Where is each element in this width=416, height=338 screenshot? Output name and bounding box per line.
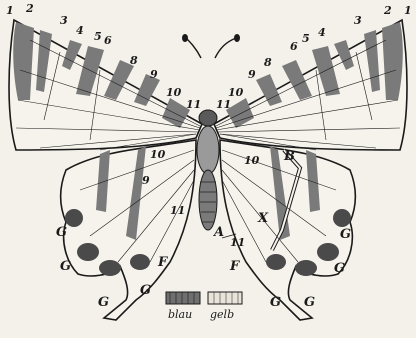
label-lf-9: 9 xyxy=(150,68,158,81)
label-lf-4: 4 xyxy=(76,24,84,37)
label-lf-10: 10 xyxy=(166,86,182,99)
label-rh-11: 11 xyxy=(230,236,245,249)
label-lf-3: 3 xyxy=(60,14,68,27)
label-rh-g1: G xyxy=(340,227,351,242)
label-rf-1: 1 xyxy=(404,4,412,17)
right-forewing xyxy=(214,20,407,150)
label-rh-g2: G xyxy=(334,261,345,276)
label-lf-2: 2 xyxy=(25,2,34,15)
right-antenna xyxy=(215,38,236,58)
label-lh-g4: G xyxy=(140,283,151,298)
label-lf-11: 11 xyxy=(186,98,201,111)
label-rf-9: 9 xyxy=(248,68,256,81)
left-hw-lunule-4 xyxy=(130,254,150,270)
label-lh-g3: G xyxy=(98,295,109,310)
right-hw-lunule-1 xyxy=(333,209,351,227)
label-lf-8: 8 xyxy=(130,54,138,67)
label-rf-5: 5 xyxy=(302,32,310,45)
label-rh-g3: G xyxy=(270,295,281,310)
label-lh-9: 9 xyxy=(142,174,150,187)
legend-label-blau: blau xyxy=(168,308,192,321)
label-rf-2: 2 xyxy=(383,4,392,17)
label-rf-6: 6 xyxy=(290,40,298,53)
label-lh-10: 10 xyxy=(150,148,166,161)
right-hw-lunule-4 xyxy=(266,254,286,270)
legend-swatch-blau xyxy=(166,292,200,304)
abdomen xyxy=(199,170,217,230)
label-rf-4: 4 xyxy=(318,26,326,39)
head xyxy=(199,110,217,126)
legend-label-gelb: gelb xyxy=(210,308,234,321)
right-hw-lunule-3 xyxy=(295,260,317,276)
label-rh-b: B xyxy=(283,149,295,164)
legend-swatch-gelb xyxy=(208,292,242,304)
label-lh-f: F xyxy=(157,255,168,270)
label-rh-10: 10 xyxy=(244,154,260,167)
thorax xyxy=(197,126,219,174)
label-rf-8: 8 xyxy=(264,56,272,69)
label-lf-5: 5 xyxy=(94,30,102,43)
label-lf-1: 1 xyxy=(6,4,14,17)
label-rf-3: 3 xyxy=(354,14,362,27)
right-antenna-club xyxy=(234,34,240,42)
label-rh-x: X xyxy=(257,211,269,226)
left-hw-lunule-1 xyxy=(65,209,83,227)
label-lf-6: 6 xyxy=(104,34,112,47)
legend: blau gelb xyxy=(166,292,242,321)
right-hw-lunule-2 xyxy=(317,243,339,261)
left-hw-lunule-2 xyxy=(77,243,99,261)
label-lh-11: 11 xyxy=(170,204,185,217)
label-rh-f: F xyxy=(229,259,240,274)
left-antenna-club xyxy=(182,34,188,42)
left-antenna xyxy=(186,38,201,58)
label-lh-g2: G xyxy=(60,259,71,274)
label-lh-g1: G xyxy=(56,225,67,240)
left-hw-lunule-3 xyxy=(99,260,121,276)
label-rh-g4: G xyxy=(304,295,315,310)
label-rf-11: 11 xyxy=(216,98,231,111)
